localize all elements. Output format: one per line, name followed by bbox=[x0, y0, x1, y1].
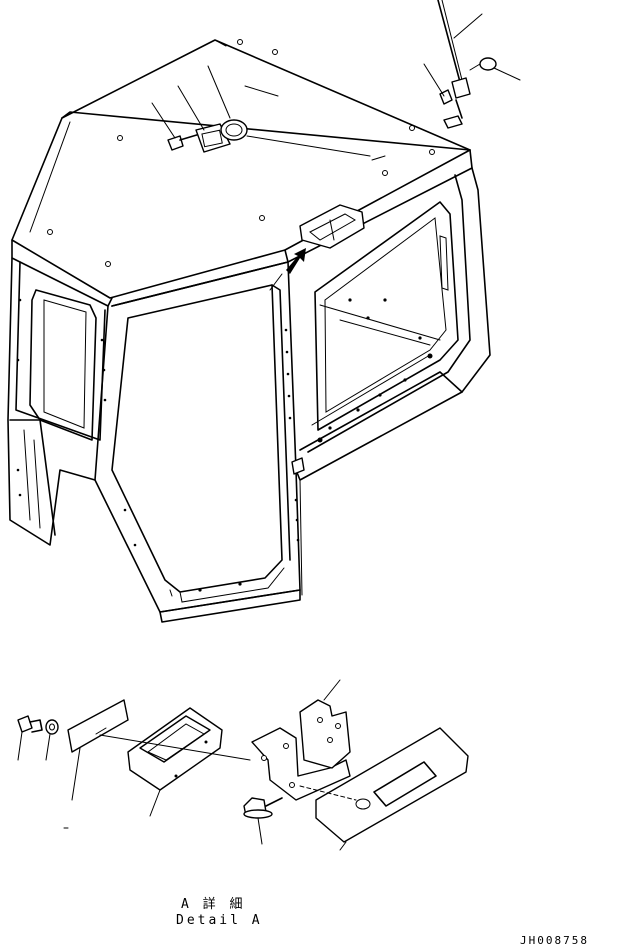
cover-plate-part bbox=[127, 707, 223, 817]
caption-japanese: A 詳 細 bbox=[181, 897, 246, 912]
roof-label-marks bbox=[244, 85, 386, 161]
roof-lamp-assembly bbox=[151, 65, 371, 157]
detail-a-view bbox=[17, 679, 469, 851]
label-plate-part bbox=[67, 699, 129, 801]
pillar-holes bbox=[16, 298, 433, 592]
washer-part bbox=[45, 719, 59, 761]
base-panel bbox=[299, 727, 469, 851]
flange-bolt-part bbox=[243, 797, 283, 845]
caption-english: Detail A bbox=[176, 913, 263, 928]
mounting-bracket-part bbox=[251, 679, 351, 801]
view-a-arrow bbox=[269, 248, 306, 291]
drawing-code: JH008758 bbox=[520, 934, 589, 947]
bolt-part bbox=[17, 715, 43, 761]
cab-frame bbox=[7, 39, 491, 623]
antenna-assembly bbox=[423, 0, 521, 129]
